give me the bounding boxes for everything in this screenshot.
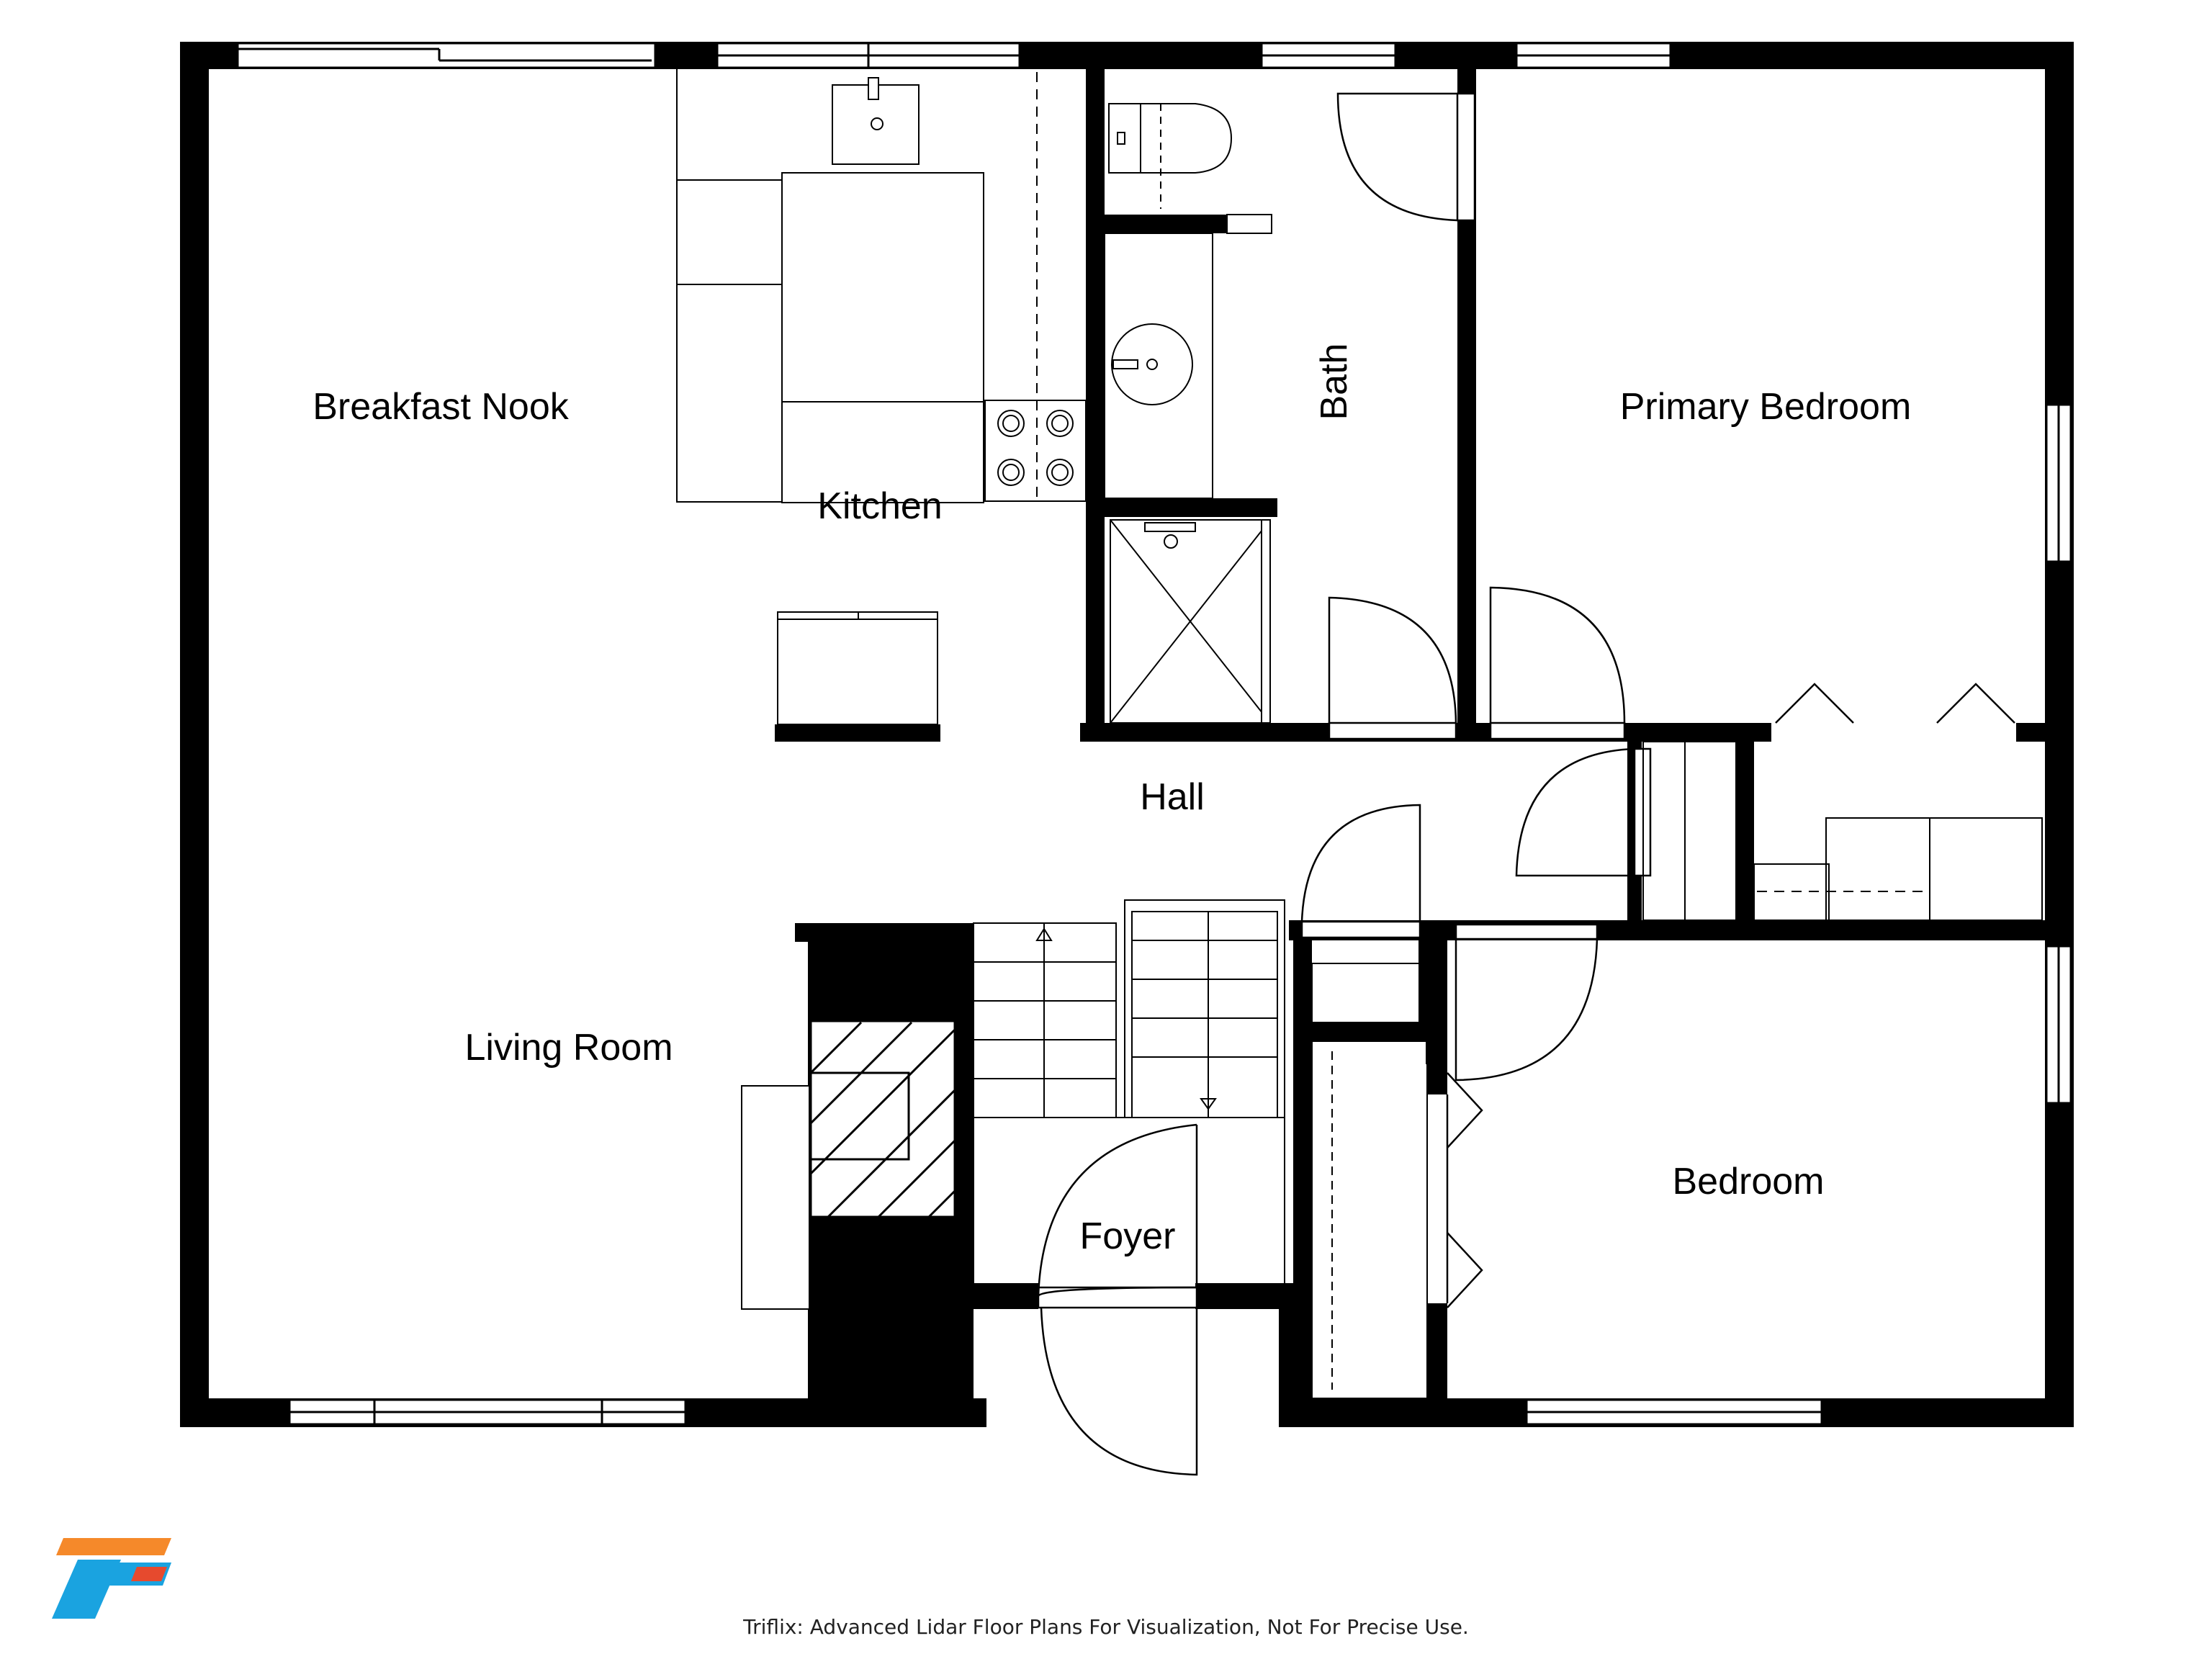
footer-disclaimer: Triflix: Advanced Lidar Floor Plans For …: [743, 1615, 1469, 1639]
fireplace: [741, 1020, 956, 1310]
room-label-bedroom: Bedroom: [1673, 1161, 1825, 1202]
kitchen-fixtures: [676, 69, 1087, 725]
room-label-bath: Bath: [1313, 343, 1355, 421]
triflix-logo: [52, 1538, 171, 1619]
room-labels: Breakfast Nook Kitchen Bath Primary Bedr…: [313, 343, 1911, 1257]
room-label-kitchen: Kitchen: [817, 485, 942, 527]
room-label-primary-bedroom: Primary Bedroom: [1620, 386, 1912, 428]
windows: [236, 42, 2072, 1426]
stairs: [973, 741, 2043, 1399]
room-label-living-room: Living Room: [464, 1027, 673, 1069]
room-label-breakfast-nook: Breakfast Nook: [313, 386, 569, 428]
room-label-hall: Hall: [1140, 776, 1205, 818]
room-label-foyer: Foyer: [1080, 1215, 1176, 1257]
bath-fixtures: [1104, 103, 1272, 724]
